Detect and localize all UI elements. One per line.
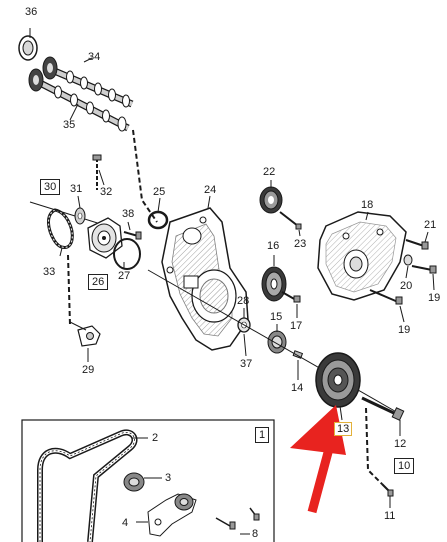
callout-13: 13 <box>334 422 353 436</box>
callout-19-right: 19 <box>428 292 441 304</box>
upper-cover-18 <box>317 211 407 301</box>
leader-line <box>83 57 93 63</box>
bolt-19-lower <box>369 289 403 305</box>
callout-14: 14 <box>291 382 304 394</box>
leader-line <box>77 195 81 209</box>
bolt-17 <box>281 291 301 303</box>
callout-12: 12 <box>394 438 407 450</box>
callout-21: 21 <box>424 219 437 231</box>
leader-line <box>432 273 435 291</box>
leader-line <box>157 197 161 213</box>
callout-29: 29 <box>82 364 95 376</box>
bolt-11 <box>381 483 394 497</box>
callout-22: 22 <box>263 166 276 178</box>
leader-line <box>405 265 409 279</box>
camshaft-seal-36 <box>18 35 38 61</box>
callout-38: 38 <box>122 208 135 220</box>
alignment-line <box>132 129 158 223</box>
callout-20: 20 <box>400 280 413 292</box>
leader-line <box>365 211 369 221</box>
callout-32: 32 <box>100 186 113 198</box>
callout-23: 23 <box>294 238 307 250</box>
leader-line <box>339 405 343 421</box>
callout-35: 35 <box>63 119 76 131</box>
crank-sprocket-15 <box>267 330 287 354</box>
callout-19-lower: 19 <box>398 324 411 336</box>
callout-33: 33 <box>43 266 56 278</box>
callout-37: 37 <box>240 358 253 370</box>
timing-chain-33 <box>47 208 74 249</box>
crankshaft-pulley-13 <box>315 352 361 408</box>
callout-8: 8 <box>252 528 259 540</box>
seal-25 <box>147 210 169 230</box>
callout-1: 1 <box>255 427 270 443</box>
callout-15: 15 <box>270 311 283 323</box>
leader-line <box>399 305 405 323</box>
timing-cover-24 <box>161 207 249 351</box>
bolt-23 <box>279 211 302 230</box>
pulley-bolt-12 <box>361 396 405 421</box>
callout-36: 36 <box>25 6 38 18</box>
axis-line <box>69 321 87 331</box>
sprocket-31 <box>74 207 86 225</box>
leader-line <box>69 103 79 121</box>
callout-31: 31 <box>70 183 83 195</box>
callout-24: 24 <box>204 184 217 196</box>
callout-16: 16 <box>267 240 280 252</box>
sprocket-22 <box>259 186 283 214</box>
callout-2: 2 <box>152 432 159 444</box>
oil-pump-26 <box>87 217 123 259</box>
bolt-32 <box>92 154 102 190</box>
alignment-line <box>365 407 383 485</box>
callout-3: 3 <box>165 472 172 484</box>
o-ring-27 <box>113 238 141 270</box>
bolt-19-right <box>411 265 437 274</box>
callout-18: 18 <box>361 199 374 211</box>
callout-11: 11 <box>384 510 396 522</box>
sprocket-16 <box>261 266 287 302</box>
leader-line <box>207 195 211 209</box>
callout-26: 26 <box>88 274 109 290</box>
inset-belt-drive <box>21 419 275 542</box>
callout-30: 30 <box>40 179 61 195</box>
red-pointer-arrow <box>290 405 346 514</box>
leader-line <box>424 231 429 243</box>
callout-34: 34 <box>88 51 101 63</box>
tensioner-29 <box>77 325 101 347</box>
callout-25: 25 <box>153 186 166 198</box>
bolt-38 <box>123 231 142 240</box>
leader-line <box>98 169 105 186</box>
callout-27: 27 <box>118 270 131 282</box>
callout-17: 17 <box>290 320 303 332</box>
camshaft-34 <box>42 56 134 108</box>
camshaft-35 <box>28 68 130 132</box>
callout-4: 4 <box>122 517 129 529</box>
leader-line <box>243 333 247 357</box>
washer-20 <box>403 254 413 266</box>
callout-10: 10 <box>394 458 415 474</box>
alignment-line <box>67 254 71 326</box>
leader-line <box>59 247 63 257</box>
leader-line <box>127 221 131 231</box>
callout-28: 28 <box>237 295 250 307</box>
leader-line <box>298 229 301 237</box>
